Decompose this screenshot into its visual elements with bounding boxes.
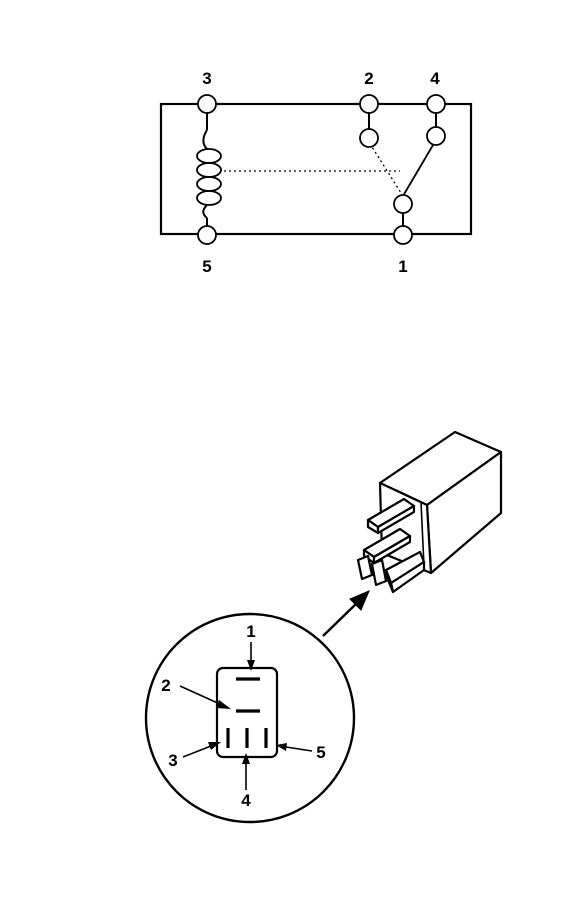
schematic-label-pin2: 2 (364, 69, 373, 88)
contact-normally-open (426, 126, 446, 146)
coil-lead-curve-bottom (202, 204, 208, 219)
connector-callout: 1 2 3 4 5 (144, 612, 356, 824)
terminal-1 (393, 225, 413, 245)
coil-lead-curve-top (202, 129, 208, 150)
connector-leader-pin2 (179, 685, 231, 709)
relay-front-rim (395, 489, 425, 567)
relay-schematic: 3 2 4 5 1 (159, 69, 473, 276)
connector-label-pin4: 4 (241, 791, 251, 810)
coil-winding (196, 148, 222, 206)
relay-terminal-blades (356, 497, 426, 594)
relay-housing-outline (159, 102, 473, 236)
connector-leader-pin3 (182, 742, 221, 758)
contact-common (393, 194, 413, 214)
connector-leader-pin1 (247, 642, 255, 671)
terminal-5 (197, 225, 217, 245)
terminal-2 (359, 94, 379, 114)
connector-label-pin5: 5 (316, 743, 325, 762)
schematic-label-pin5: 5 (202, 257, 211, 276)
switch-arm-closed (402, 144, 434, 197)
schematic-label-pin4: 4 (430, 69, 440, 88)
connector-leader-pin4 (242, 753, 250, 790)
connector-label-pin1: 1 (246, 622, 255, 641)
switch-arm-open-dotted (371, 146, 404, 197)
relay-body-illustration (356, 430, 503, 594)
schematic-label-pin1: 1 (398, 257, 407, 276)
terminal-4 (426, 94, 446, 114)
schematic-label-pin3: 3 (202, 69, 211, 88)
contact-normally-closed (359, 128, 379, 148)
connector-label-pin3: 3 (168, 751, 177, 770)
terminal-3 (197, 94, 217, 114)
connector-leader-pin5 (276, 743, 313, 752)
callout-arrow (322, 590, 370, 637)
connector-label-pin2: 2 (161, 676, 170, 695)
callout-circle (144, 612, 356, 824)
